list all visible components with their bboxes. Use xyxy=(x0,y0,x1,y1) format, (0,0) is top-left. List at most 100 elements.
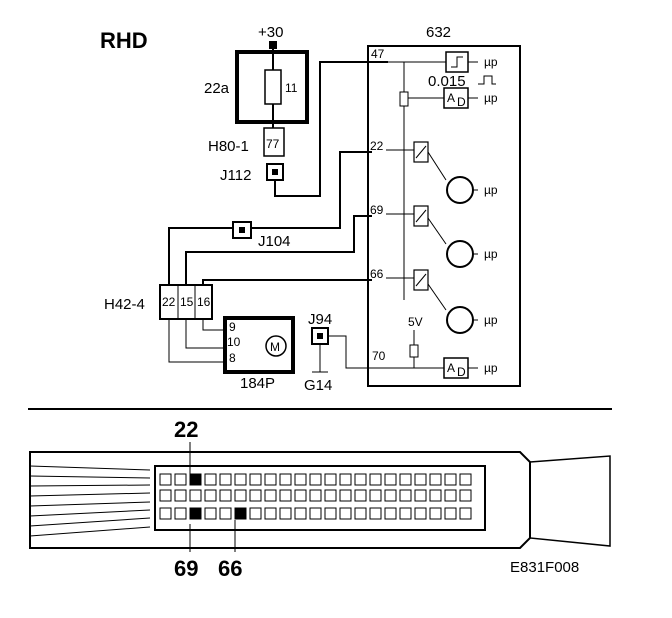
plug-pin xyxy=(429,507,442,520)
plug-callout-66: 66 xyxy=(218,556,242,581)
motor-pin-10: 10 xyxy=(227,335,241,349)
module-pin-22: 22 xyxy=(370,139,384,153)
plug-pin xyxy=(204,507,217,520)
plug-pin xyxy=(294,489,307,502)
drv1-link xyxy=(427,151,447,181)
plug-pin xyxy=(324,507,337,520)
plug-pin xyxy=(369,489,382,502)
plug-pin xyxy=(294,507,307,520)
plug-pin xyxy=(189,489,202,502)
drv1-relay-mark xyxy=(415,145,427,159)
ref-resistor xyxy=(409,344,419,358)
plug-pin xyxy=(399,507,412,520)
plug-pin xyxy=(279,473,292,486)
j112-label: J112 xyxy=(220,167,251,184)
h80-label: H80-1 xyxy=(208,138,249,155)
wire-69 xyxy=(185,215,372,285)
mu-label-5: µp xyxy=(484,313,498,327)
plug-pin xyxy=(429,489,442,502)
plug-pin xyxy=(414,489,427,502)
h42-pin-15: 15 xyxy=(180,295,194,309)
h80-pin-label: 77 xyxy=(266,137,280,151)
plug-pin xyxy=(384,507,397,520)
plug-pin xyxy=(309,489,322,502)
plug-pin xyxy=(279,489,292,502)
h80-connector xyxy=(263,127,285,157)
plug-pin xyxy=(249,489,262,502)
drv1-transistor xyxy=(446,176,474,204)
plug-pin-rows xyxy=(159,473,472,520)
plug-pin xyxy=(249,473,262,486)
freq-label: 0.015 xyxy=(428,73,466,90)
plug-pin xyxy=(264,473,277,486)
drv3-relay-mark xyxy=(415,273,427,287)
ad-bottom-a: A xyxy=(447,361,455,375)
j112-pin xyxy=(272,169,278,175)
drv2-transistor xyxy=(446,240,474,268)
module-pin-70: 70 xyxy=(372,349,386,363)
plug-pin xyxy=(159,489,172,502)
drv2-link xyxy=(427,217,447,245)
pullup-resistor xyxy=(399,91,409,107)
wire-70 xyxy=(328,335,388,369)
motor-symbol-label: M xyxy=(270,340,280,354)
fuse-element xyxy=(264,69,282,105)
j104-pin xyxy=(239,227,245,233)
wire-h42-j104 xyxy=(168,227,233,285)
plug-pin xyxy=(324,489,337,502)
ad-bottom-d: D xyxy=(457,365,466,379)
wire-22 xyxy=(251,151,372,229)
drv2-relay-mark xyxy=(415,209,427,223)
mu-label-4: µp xyxy=(484,247,498,261)
motor-pin-9: 9 xyxy=(229,320,236,334)
plug-pin xyxy=(264,507,277,520)
plug-pin xyxy=(249,507,262,520)
plug-pin xyxy=(279,507,292,520)
plug-pin xyxy=(414,473,427,486)
motor-symbol xyxy=(265,335,287,357)
g14-label: G14 xyxy=(304,377,332,394)
cable-bundle xyxy=(29,465,151,537)
mu-label-6: µp xyxy=(484,361,498,375)
plug-pin xyxy=(204,489,217,502)
plug-pin xyxy=(309,473,322,486)
plug-latch xyxy=(529,455,611,547)
plug-pin xyxy=(414,507,427,520)
plug-pin xyxy=(174,489,187,502)
pin-field xyxy=(154,465,486,531)
plug-pin xyxy=(219,473,232,486)
plug-pin xyxy=(204,473,217,486)
wire-motor-10 xyxy=(185,319,225,349)
h42-label: H42-4 xyxy=(104,296,145,313)
wire-motor-9 xyxy=(202,319,225,331)
figure-code: E831F008 xyxy=(510,559,579,576)
plug-pin xyxy=(339,489,352,502)
wire-66 xyxy=(202,279,372,285)
plug-pin xyxy=(339,473,352,486)
motor-label: 184P xyxy=(240,375,275,392)
ad-top-a: A xyxy=(447,91,455,105)
plug-pin xyxy=(354,507,367,520)
pulse-symbol xyxy=(478,75,496,85)
plug-pin xyxy=(324,473,337,486)
module-pin-66: 66 xyxy=(370,267,384,281)
plug-pin xyxy=(234,507,247,520)
j94-label: J94 xyxy=(308,311,332,328)
plug-callout-22: 22 xyxy=(174,417,198,442)
fuse-box xyxy=(235,50,309,124)
plug-pin xyxy=(354,489,367,502)
plug-pin xyxy=(444,507,457,520)
module-pin-69: 69 xyxy=(370,203,384,217)
plug-pin xyxy=(444,489,457,502)
schmitt-symbol xyxy=(451,56,463,68)
plug-pin xyxy=(189,473,202,486)
plug-pin xyxy=(354,473,367,486)
motor-184p-box xyxy=(223,316,295,374)
wire-47 xyxy=(274,61,388,197)
j94-pin xyxy=(317,333,323,339)
module-label: 632 xyxy=(426,24,451,41)
fuse-left-label: 22a xyxy=(204,80,230,97)
plug-pin xyxy=(159,507,172,520)
plug-pin xyxy=(384,489,397,502)
